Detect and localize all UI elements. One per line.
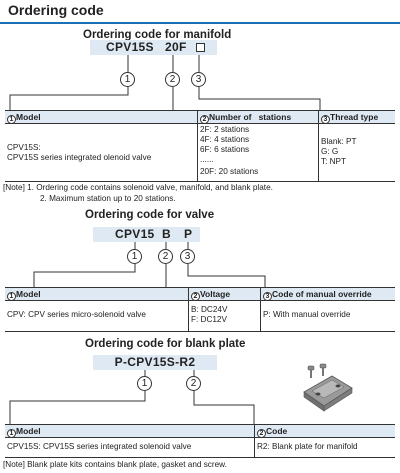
divider <box>188 288 189 331</box>
blank-plate-table-header <box>5 425 395 438</box>
manifold-model-line: CPV15S series integrated olenoid valve <box>7 153 152 162</box>
blank-plate-marker-1: 1 <box>137 376 152 391</box>
manifold-code-bar: CPV15S 20F <box>90 40 217 55</box>
thread-option: G: G <box>321 147 339 156</box>
blank-plate-code-text: R2: Blank plate for manifold <box>257 442 358 451</box>
voltage-option: F: DC12V <box>191 315 227 324</box>
valve-code-model: CPV15 <box>115 227 155 241</box>
divider <box>318 111 319 181</box>
manifold-note-1: [Note] 1. Ordering code contains solenoi… <box>3 183 273 192</box>
blank-plate-model-text: CPV15S: CPV15S series integrated solenoi… <box>7 442 192 451</box>
valve-heading: Ordering code for valve <box>85 209 215 221</box>
override-text: P: With manual override <box>263 310 351 319</box>
valve-marker-3: 3 <box>180 249 195 264</box>
divider <box>254 425 255 457</box>
valve-code-override: P <box>184 227 193 241</box>
manifold-note-2: 2. Maximum station up to 20 stations. <box>40 194 176 203</box>
page-title: Ordering code <box>8 2 104 18</box>
manifold-code-stations: 20F <box>165 40 187 54</box>
blank-plate-kit-image <box>303 363 353 412</box>
station-option: ...... <box>200 155 214 164</box>
thread-option: T: NPT <box>321 157 347 166</box>
manifold-code-model: CPV15S <box>106 40 154 54</box>
divider <box>260 288 261 331</box>
valve-marker-2: 2 <box>158 249 173 264</box>
manifold-marker-3: 3 <box>191 72 206 87</box>
manifold-marker-1: 1 <box>120 72 135 87</box>
blank-plate-code-bar: P-CPV15S-R2 <box>93 355 217 370</box>
blank-plate-marker-2: 2 <box>186 376 201 391</box>
station-option: 6F: 6 stations <box>200 145 250 154</box>
blank-plate-heading: Ordering code for blank plate <box>85 338 246 350</box>
valve-model-text: CPV: CPV series micro-solenoid valve <box>7 310 146 319</box>
manifold-marker-2: 2 <box>165 72 180 87</box>
valve-table-header <box>5 288 395 301</box>
page-header <box>0 0 400 24</box>
voltage-option: B: DC24V <box>191 305 228 314</box>
thread-option: Blank: PT <box>321 137 357 146</box>
station-option: 4F: 4 stations <box>200 135 250 144</box>
manifold-heading: Ordering code for manifold <box>83 29 232 41</box>
manifold-model-line: CPV15S: <box>7 143 41 152</box>
valve-code-bar: CPV15 B P <box>93 227 200 242</box>
blank-plate-code: P-CPV15S-R2 <box>114 355 196 369</box>
thread-type-placeholder-box <box>196 43 205 52</box>
divider <box>197 111 198 181</box>
valve-code-voltage: B <box>162 227 171 241</box>
blank-plate-note: [Note] Blank plate kits contains blank p… <box>3 460 227 469</box>
valve-marker-1: 1 <box>127 249 142 264</box>
station-option: 20F: 20 stations <box>200 167 259 176</box>
station-option: 2F: 2 stations <box>200 125 250 134</box>
